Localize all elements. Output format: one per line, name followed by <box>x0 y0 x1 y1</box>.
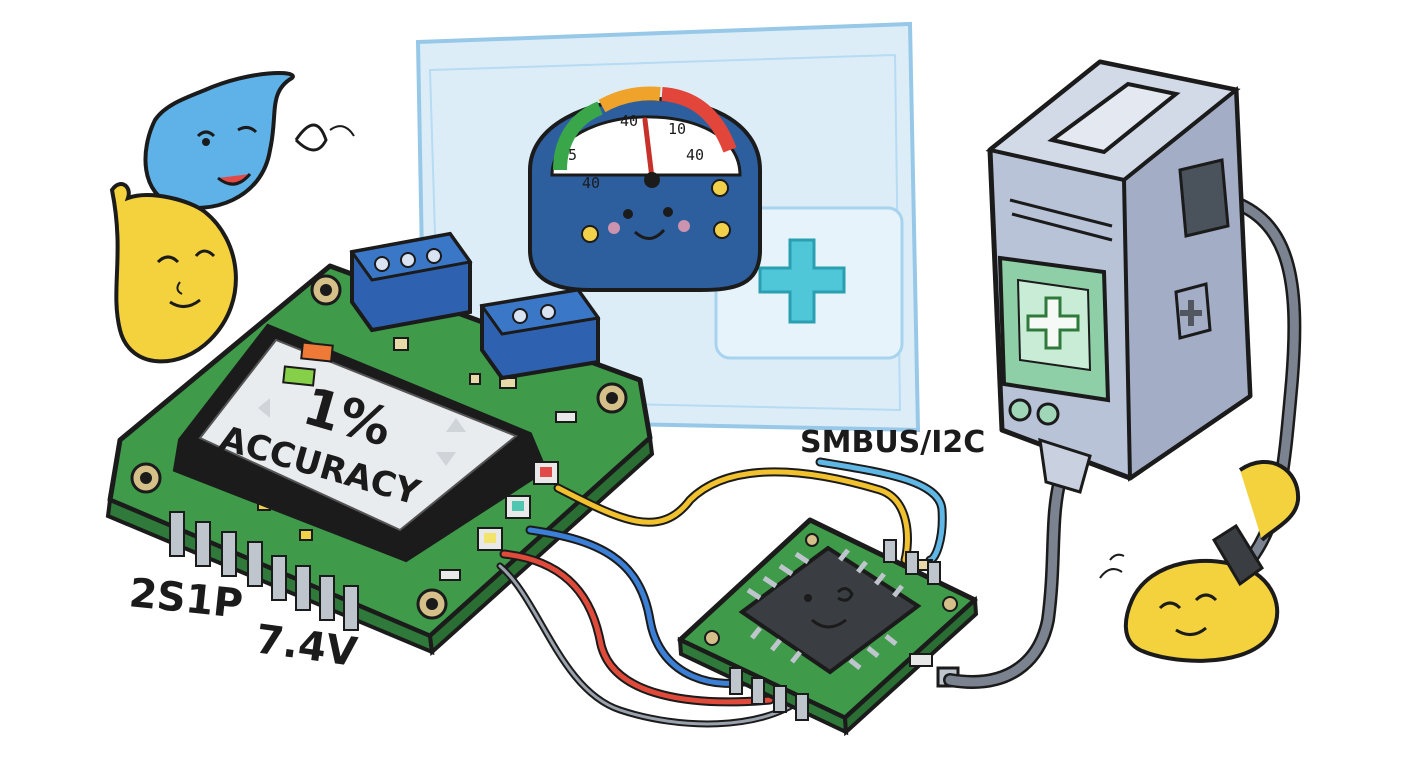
fuel-gauge-chip <box>738 545 922 675</box>
lcd-display: 1% ACCURACY <box>172 323 548 563</box>
terminal-block-left <box>349 231 473 333</box>
mascot-yellow-right <box>1099 459 1301 663</box>
charger-button[interactable] <box>1036 402 1060 426</box>
charger-health-icon <box>1026 296 1080 350</box>
gauge-tick-label: 10 <box>668 120 686 138</box>
fuel-gauge-pcb <box>677 517 979 737</box>
pin-header-left <box>169 511 263 587</box>
charger-device <box>943 59 1302 689</box>
health-cross-icon <box>758 238 846 324</box>
gauge-meter: 5 40 40 10 40 <box>528 86 762 292</box>
gauge-tick-label: 40 <box>686 146 704 164</box>
status-led-orange <box>300 341 334 363</box>
charger-button[interactable] <box>1008 398 1032 422</box>
pin-header-right <box>271 555 359 631</box>
status-led-green <box>282 365 316 387</box>
mascot-yellow-drop <box>109 182 238 364</box>
cell-config-label: 2S1P <box>127 570 245 628</box>
bus-label: SMBUS/I2C <box>800 425 985 460</box>
gauge-needle <box>642 117 655 181</box>
gauge-tick-label: 40 <box>582 174 600 192</box>
terminal-block-right <box>479 287 601 381</box>
mascot-blue-drop <box>143 71 355 210</box>
wire-bundle <box>496 457 947 728</box>
gauge-tick-label: 5 <box>568 146 577 164</box>
gauge-tick-label: 40 <box>620 112 638 130</box>
